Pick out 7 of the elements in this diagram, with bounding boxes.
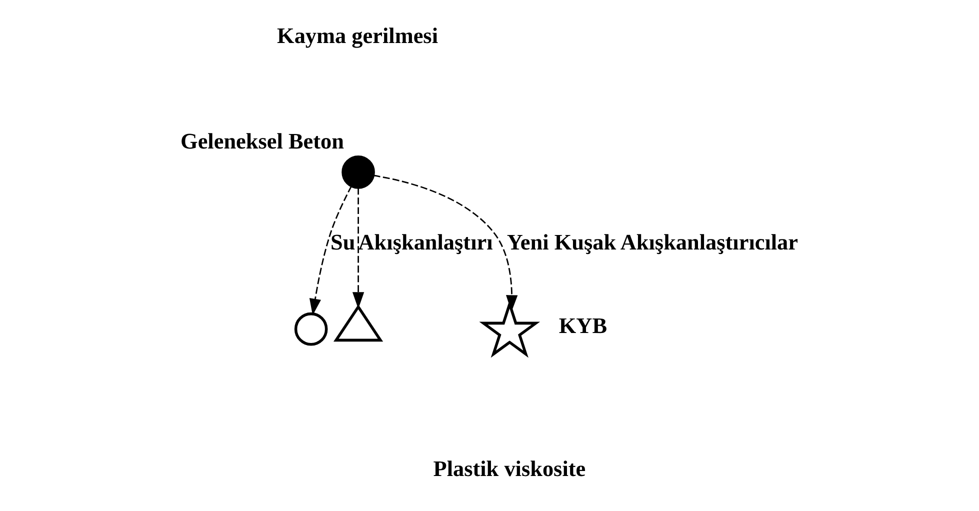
edge-label: Yeni Kuşak Akışkanlaştırıcılar <box>506 230 798 255</box>
edge-label: Akışkanlaştırı <box>358 230 493 255</box>
node-label: Geleneksel Beton <box>180 128 344 154</box>
edge-label: Su <box>330 230 356 255</box>
label: Kayma gerilmesi <box>277 22 438 48</box>
label: Plastik viskosite <box>433 456 586 481</box>
node-label: KYB <box>558 312 608 338</box>
